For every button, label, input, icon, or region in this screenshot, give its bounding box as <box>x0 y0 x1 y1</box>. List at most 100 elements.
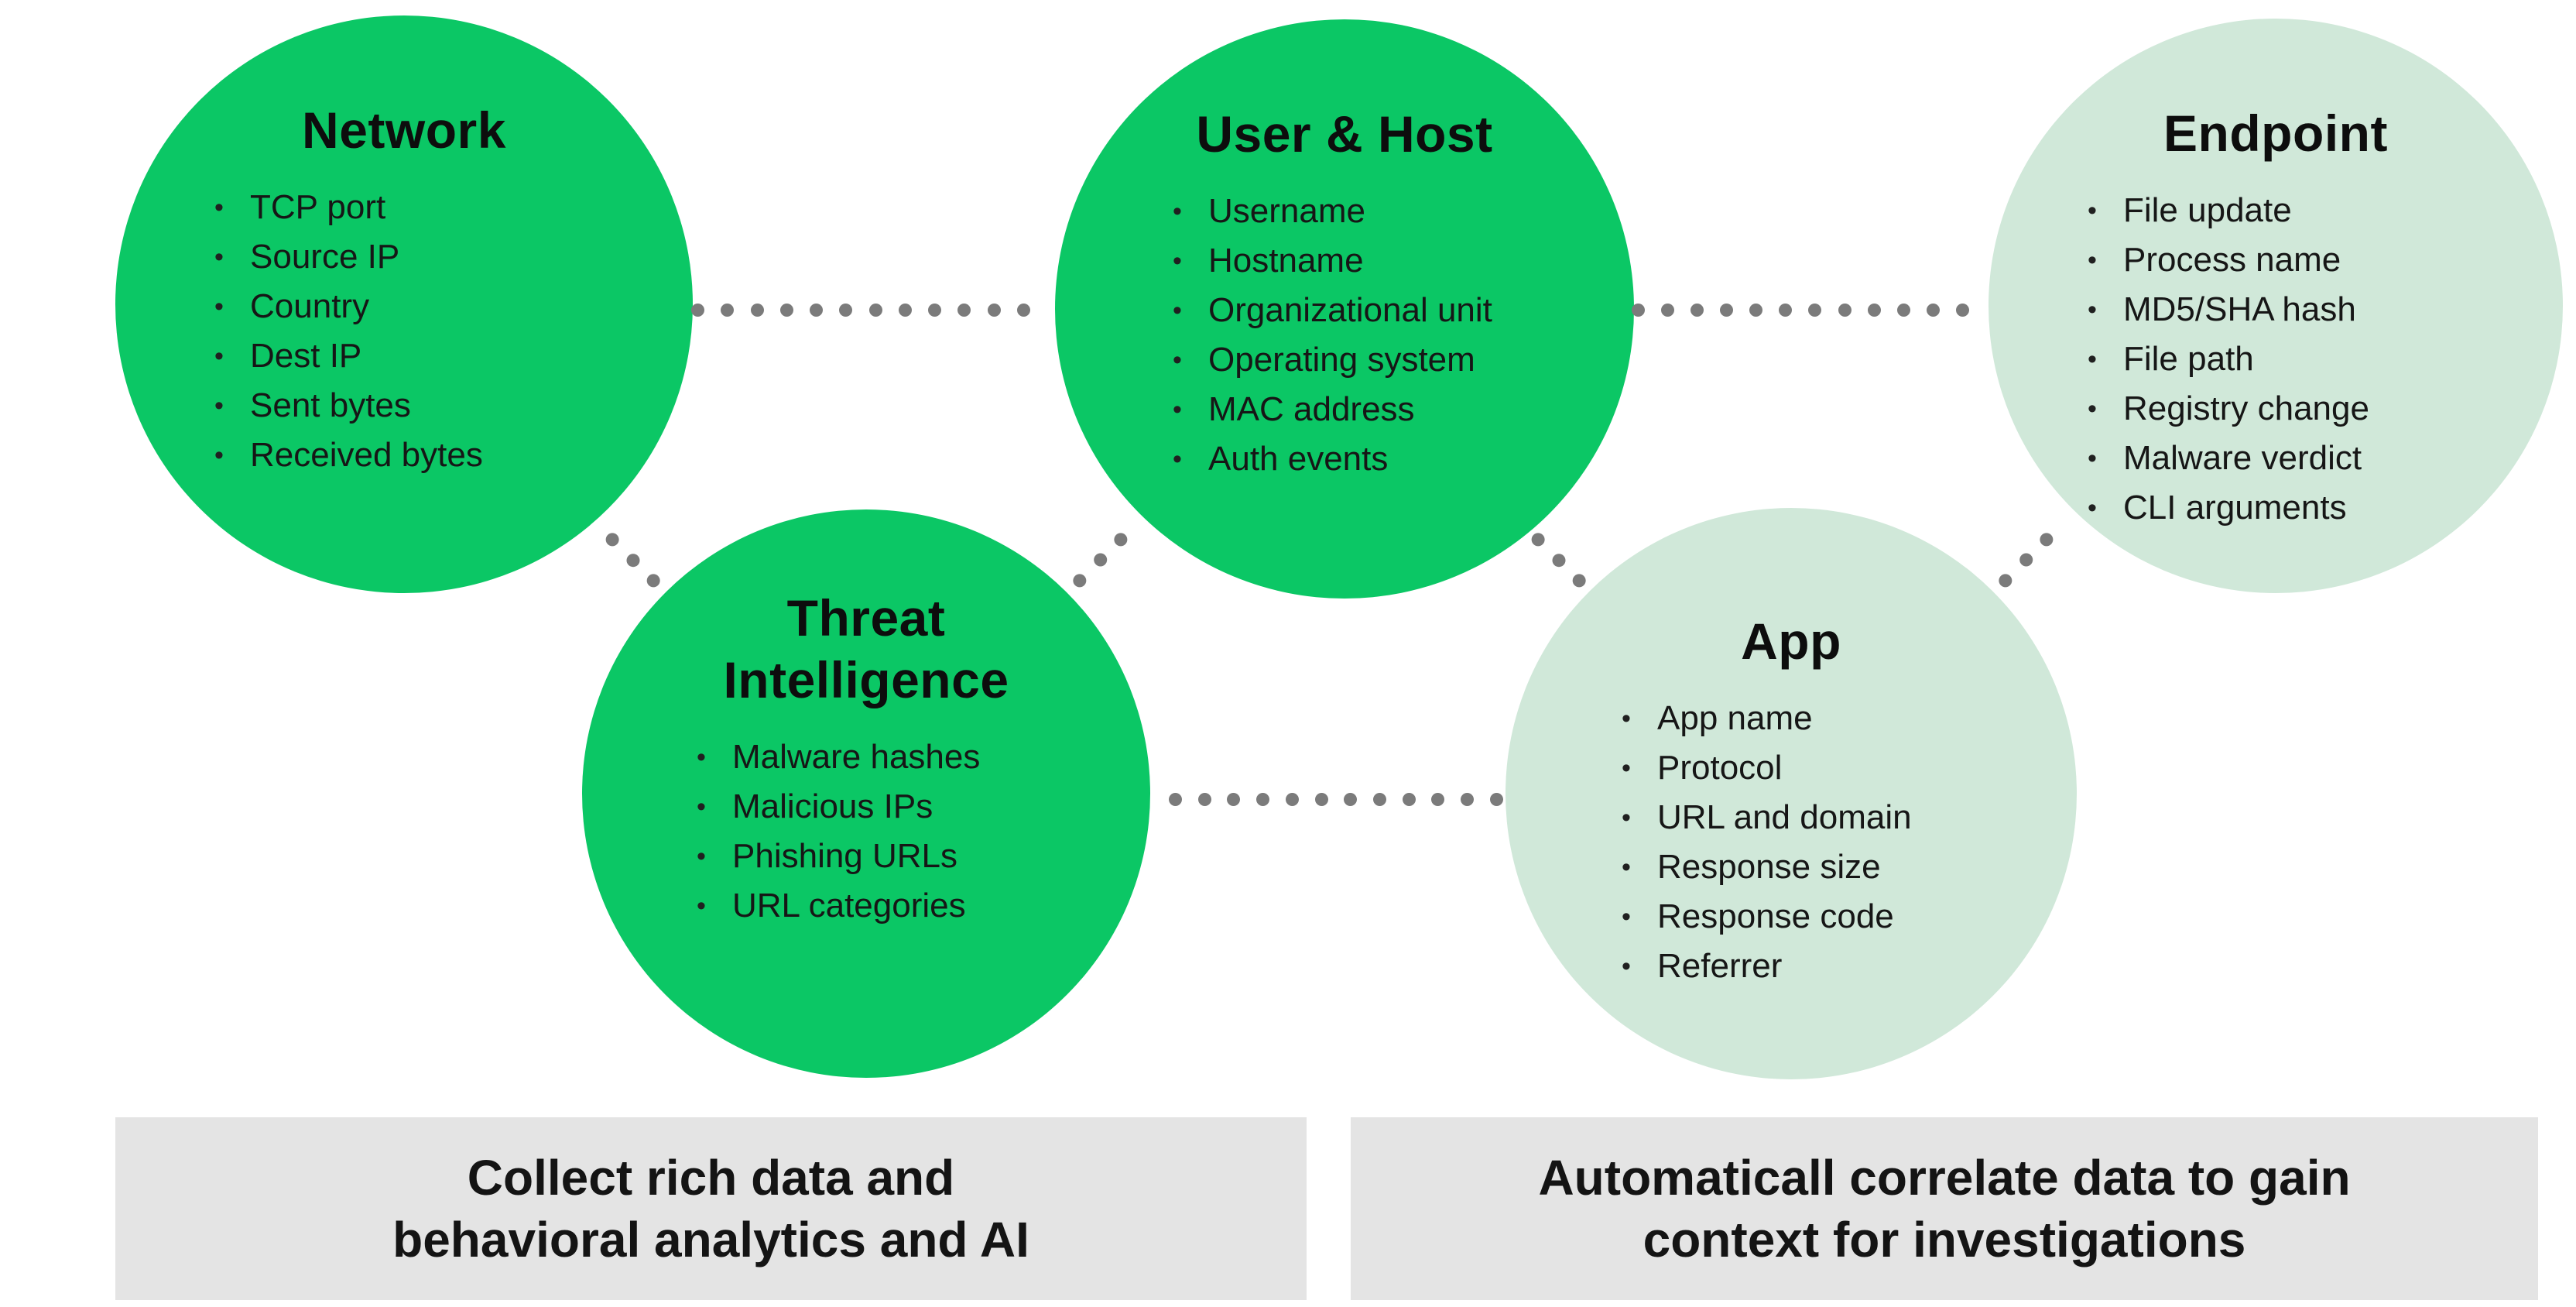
connector-dot <box>1197 792 1211 806</box>
connector-dot <box>644 571 663 590</box>
list-item: Country <box>214 282 693 331</box>
connector-dot <box>1995 571 2015 590</box>
list-item: File path <box>2088 334 2563 384</box>
list-item: Malicious IPs <box>697 782 1150 832</box>
list-item: TCP port <box>214 183 693 232</box>
list-item: URL categories <box>697 881 1150 931</box>
connector-dot <box>1314 792 1328 806</box>
dotted-connector-network-userhost <box>691 303 1030 317</box>
connector-dot <box>1431 792 1445 806</box>
dotted-connector-network-threatintel <box>603 530 663 590</box>
circle-app-list: App name Protocol URL and domain Respons… <box>1506 694 2077 991</box>
connector-dot <box>1111 530 1130 549</box>
connector-dot <box>928 303 942 317</box>
dotted-connector-userhost-endpoint <box>1632 303 1969 317</box>
connector-dot <box>839 303 853 317</box>
connector-dot <box>1549 550 1569 570</box>
list-item: MAC address <box>1173 385 1634 434</box>
connector-dot <box>1808 303 1822 317</box>
list-item: Organizational unit <box>1173 286 1634 335</box>
connector-dot <box>1779 303 1793 317</box>
list-item: Registry change <box>2088 384 2563 434</box>
list-item: Phishing URLs <box>697 832 1150 881</box>
callout-collect-data: Collect rich data and behavioral analyti… <box>115 1117 1307 1300</box>
list-item: Sent bytes <box>214 381 693 431</box>
dotted-connector-userhost-app <box>1529 530 1589 590</box>
connector-dot <box>987 303 1001 317</box>
dotted-connector-app-endpoint <box>1995 530 2056 590</box>
list-item: File update <box>2088 186 2563 235</box>
connector-dot <box>1169 792 1182 806</box>
callout-correlate-data: Automaticall correlate data to gain cont… <box>1351 1117 2538 1300</box>
circle-user-host-title: User & Host <box>1196 105 1493 163</box>
list-item: Malware verdict <box>2088 434 2563 483</box>
connector-dot <box>1256 792 1270 806</box>
list-item: Referrer <box>1622 942 2077 991</box>
callout-line: Automaticall correlate data to gain <box>1538 1150 2351 1206</box>
connector-dot <box>779 303 793 317</box>
circle-network: Network TCP port Source IP Country Dest … <box>115 15 693 593</box>
connector-dot <box>603 530 622 549</box>
list-item: CLI arguments <box>2088 483 2563 533</box>
circle-network-title: Network <box>302 101 506 159</box>
circle-network-list: TCP port Source IP Country Dest IP Sent … <box>115 183 693 480</box>
circle-endpoint: Endpoint File update Process name MD5/SH… <box>1989 19 2563 593</box>
list-item: Process name <box>2088 235 2563 285</box>
connector-dot <box>1529 530 1548 549</box>
circle-app-title: App <box>1741 612 1841 670</box>
list-item: Malware hashes <box>697 732 1150 782</box>
connector-dot <box>1720 303 1734 317</box>
connector-dot <box>721 303 735 317</box>
dotted-connector-threatintel-userhost <box>1070 530 1130 590</box>
connector-dot <box>1461 792 1475 806</box>
connector-dot <box>1344 792 1358 806</box>
callout-line: context for investigations <box>1643 1212 2246 1268</box>
connector-dot <box>810 303 824 317</box>
list-item: Username <box>1173 187 1634 236</box>
list-item: Auth events <box>1173 434 1634 484</box>
connector-dot <box>1926 303 1940 317</box>
list-item: Received bytes <box>214 431 693 480</box>
circle-threat-intelligence: Threat Intelligence Malware hashes Malic… <box>582 509 1150 1078</box>
list-item: Operating system <box>1173 335 1634 385</box>
connector-dot <box>1867 303 1881 317</box>
connector-dot <box>1285 792 1299 806</box>
connector-dot <box>1632 303 1645 317</box>
callout-line: Collect rich data and <box>467 1150 955 1206</box>
connector-dot <box>1489 792 1503 806</box>
connector-dot <box>1838 303 1852 317</box>
connector-dot <box>1661 303 1675 317</box>
connector-dot <box>1896 303 1910 317</box>
circle-app: App App name Protocol URL and domain Res… <box>1506 508 2077 1079</box>
connector-dot <box>1016 303 1030 317</box>
connector-dot <box>691 303 704 317</box>
circle-threat-intelligence-title: Threat Intelligence <box>723 589 1009 708</box>
list-item: Source IP <box>214 232 693 282</box>
list-item: URL and domain <box>1622 793 2077 842</box>
list-item: MD5/SHA hash <box>2088 285 2563 334</box>
connector-dot <box>1373 792 1387 806</box>
connector-dot <box>1749 303 1763 317</box>
connector-dot <box>1090 550 1110 570</box>
list-item: Response size <box>1622 842 2077 892</box>
circle-threat-intelligence-list: Malware hashes Malicious IPs Phishing UR… <box>582 732 1150 931</box>
list-item: Response code <box>1622 892 2077 942</box>
connector-dot <box>623 550 643 570</box>
connector-dot <box>2036 530 2056 549</box>
circle-user-host-list: Username Hostname Organizational unit Op… <box>1055 187 1634 484</box>
connector-dot <box>1227 792 1241 806</box>
connector-dot <box>1402 792 1416 806</box>
list-item: Dest IP <box>214 331 693 381</box>
dotted-connector-threatintel-app <box>1169 792 1503 806</box>
connector-dot <box>868 303 882 317</box>
list-item: App name <box>1622 694 2077 743</box>
connector-dot <box>898 303 912 317</box>
circle-endpoint-list: File update Process name MD5/SHA hash Fi… <box>1989 186 2563 533</box>
connector-dot <box>1070 571 1089 590</box>
connector-dot <box>957 303 971 317</box>
circle-endpoint-title: Endpoint <box>2163 105 2388 162</box>
connector-dot <box>2016 550 2036 570</box>
circle-user-host: User & Host Username Hostname Organizati… <box>1055 19 1634 599</box>
callout-line: behavioral analytics and AI <box>392 1212 1029 1268</box>
connector-dot <box>750 303 764 317</box>
